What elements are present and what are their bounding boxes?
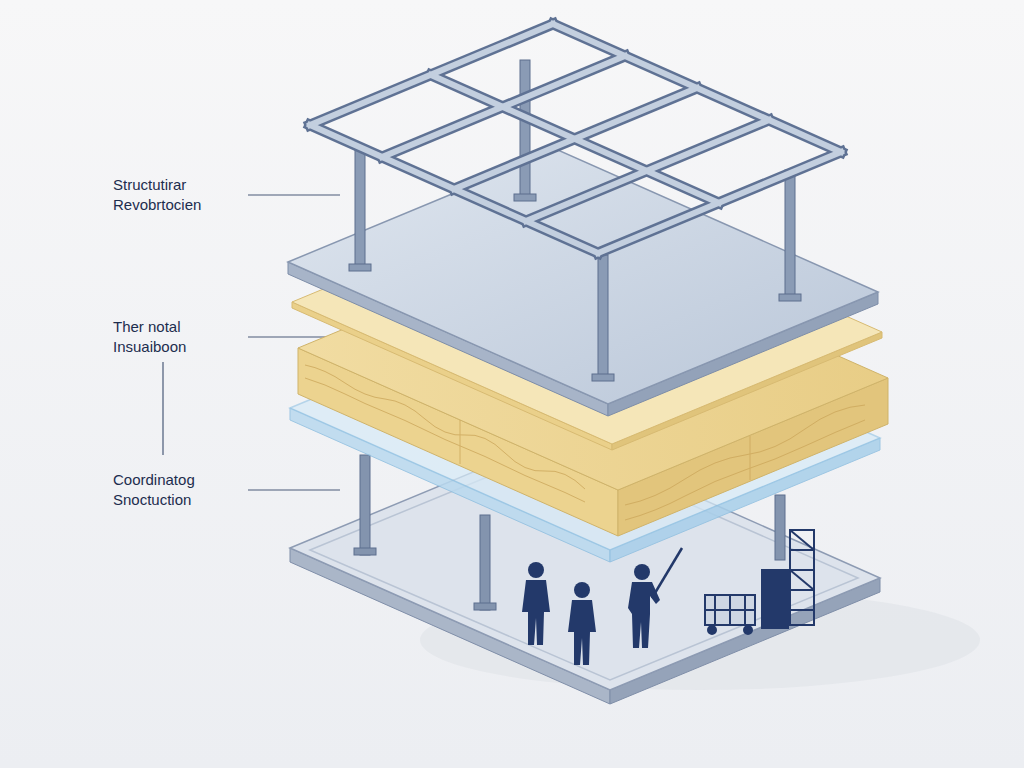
workers bbox=[522, 548, 682, 665]
column bbox=[360, 455, 370, 555]
scaffold bbox=[790, 530, 814, 625]
column bbox=[598, 255, 608, 380]
worker-figure bbox=[522, 562, 550, 645]
plate-top bbox=[288, 150, 878, 404]
column-footing bbox=[514, 194, 536, 201]
machine-line bbox=[729, 595, 731, 625]
top-plate bbox=[288, 150, 878, 416]
column-footing bbox=[779, 294, 801, 301]
column-footing bbox=[474, 603, 496, 610]
column bbox=[355, 150, 365, 270]
column bbox=[785, 170, 795, 300]
column bbox=[520, 60, 530, 200]
machine-body bbox=[705, 595, 755, 625]
column bbox=[480, 515, 490, 610]
column-footing bbox=[592, 374, 614, 381]
callout-label: Ther notal Insuaiboon bbox=[113, 317, 235, 357]
column-footing bbox=[349, 264, 371, 271]
machinery bbox=[705, 530, 814, 634]
beam-outline bbox=[310, 24, 841, 253]
machine-line bbox=[744, 595, 746, 625]
worker-figure bbox=[628, 548, 682, 648]
machine-line bbox=[714, 595, 716, 625]
leader-line bbox=[248, 194, 340, 195]
machine-cabin bbox=[762, 570, 788, 628]
callout-label: Structutirar Revobrtocien bbox=[113, 175, 235, 215]
steel-frame bbox=[310, 24, 841, 253]
column-footing bbox=[354, 548, 376, 555]
callout-label: Coordinatog Snoctuction bbox=[113, 470, 235, 510]
column bbox=[775, 495, 785, 560]
worker-figure bbox=[568, 582, 596, 665]
leader-line bbox=[248, 489, 340, 490]
beam-face bbox=[310, 24, 841, 253]
leader-line bbox=[162, 362, 163, 455]
